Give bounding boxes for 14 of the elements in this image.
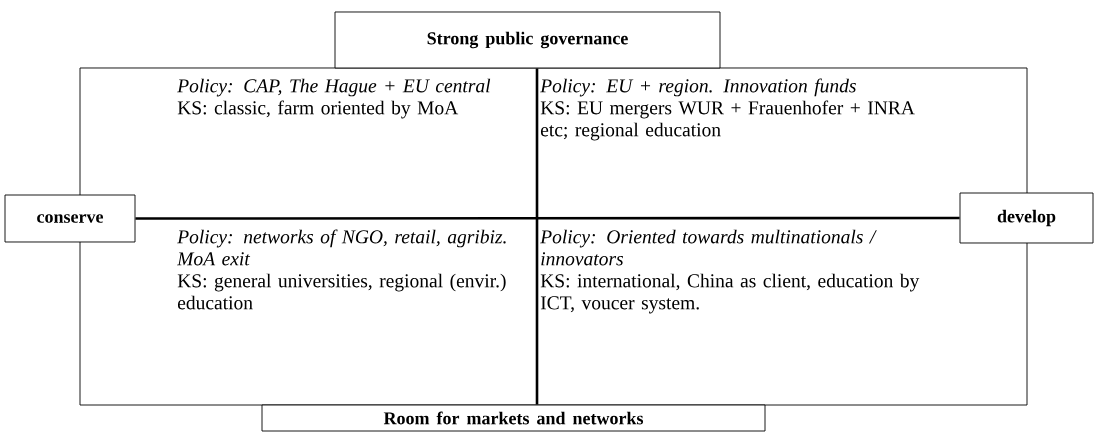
- axis-label-box: Room for markets and networks: [261, 404, 766, 432]
- policy-text: Policy: networks of NGO, retail, agribiz. MoA exit: [176, 229, 506, 266]
- knowledge-system-text: KS: classic, farm oriented by MoA: [177, 100, 459, 119]
- knowledge-system-text: KS: general universities, regional (envir.) education: [177, 273, 506, 310]
- axis-label-box: Strong public governance: [334, 11, 721, 69]
- axis-label-box: develop: [959, 192, 1094, 244]
- knowledge-system-text: KS: EU mergers WUR + Frauenhofer + INRA etc; regional education: [540, 100, 915, 141]
- policy-text: Policy: CAP, The Hague + EU central: [177, 78, 491, 97]
- axis-line: [135, 216, 960, 220]
- policy-text: Policy: Oriented towards multinationals / innovators: [540, 229, 877, 266]
- knowledge-system-text: KS: international, China as client, education by ICT, voucer system.: [540, 273, 920, 314]
- axis-label-box: conserve: [4, 194, 136, 243]
- axis-line: [535, 68, 539, 405]
- policy-text: Policy: EU + region. Innovation funds: [540, 78, 856, 97]
